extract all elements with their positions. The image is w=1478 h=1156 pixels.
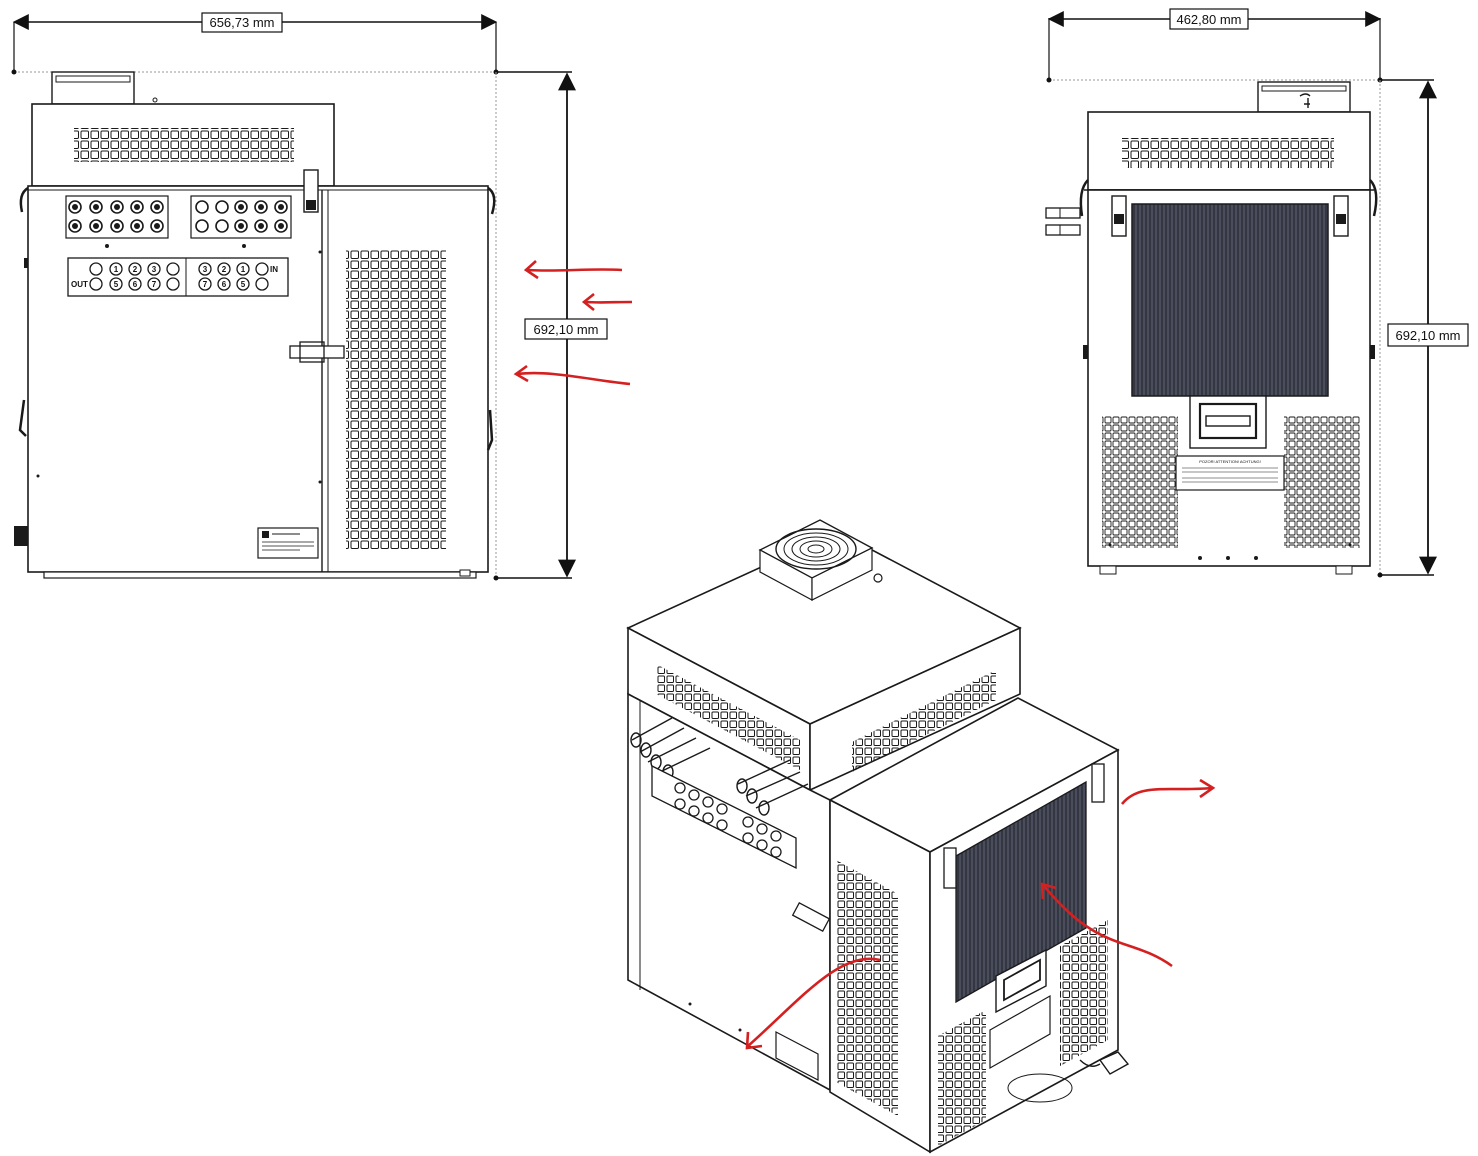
door-latch bbox=[289, 345, 345, 359]
top-fan bbox=[51, 71, 135, 105]
front-upper-vents bbox=[1122, 138, 1334, 168]
side-vents bbox=[346, 250, 446, 550]
isometric-view bbox=[626, 519, 1216, 1154]
front-height-label: 692,10 mm bbox=[1395, 328, 1460, 343]
front-height-dimension: 692,10 mm bbox=[1377, 79, 1469, 578]
port-num-r1: 1 bbox=[241, 265, 246, 274]
port-num-5: 5 bbox=[114, 280, 119, 289]
port-num-r2: 2 bbox=[222, 265, 227, 274]
iso-airflow-out bbox=[1120, 786, 1213, 805]
condenser bbox=[1131, 203, 1329, 397]
iso-front-left-vents bbox=[938, 1010, 986, 1146]
front-top-fan bbox=[1257, 81, 1351, 113]
side-width-dimension: 656,73 mm bbox=[11, 12, 499, 75]
port-num-1: 1 bbox=[114, 265, 119, 274]
left-connector-block bbox=[65, 195, 169, 239]
side-height-label: 692,10 mm bbox=[533, 322, 598, 337]
iso-upper-right-vents bbox=[852, 670, 996, 772]
iso-front-right-vents bbox=[1060, 920, 1108, 1066]
right-connector-block bbox=[190, 195, 292, 239]
port-num-r5: 5 bbox=[241, 280, 246, 289]
port-label-panel bbox=[67, 257, 289, 297]
port-num-r6: 6 bbox=[222, 280, 227, 289]
front-width-dimension: 462,80 mm bbox=[1046, 8, 1383, 83]
front-view: 462,80 mm 692,10 mm bbox=[1045, 8, 1469, 578]
iso-airflow-side bbox=[747, 957, 881, 1047]
port-num-r3: 3 bbox=[203, 265, 208, 274]
out-label: OUT bbox=[71, 280, 88, 289]
iso-port-panel bbox=[651, 764, 797, 870]
side-view: 656,73 mm 692,10 mm bbox=[11, 12, 633, 581]
iso-power-plug bbox=[1098, 1051, 1130, 1075]
front-lower-right-vents bbox=[1284, 416, 1360, 548]
front-lower-left-vents bbox=[1102, 416, 1178, 548]
side-height-dimension: 692,10 mm bbox=[493, 71, 608, 581]
power-connector bbox=[14, 526, 28, 546]
airflow-arrow-3 bbox=[517, 371, 631, 386]
port-num-3: 3 bbox=[152, 265, 157, 274]
iso-condenser bbox=[955, 780, 1087, 1004]
airflow-arrow-1 bbox=[527, 268, 623, 272]
iso-upper-left-vents bbox=[656, 664, 800, 770]
port-num-6: 6 bbox=[133, 280, 138, 289]
port-num-7: 7 bbox=[152, 280, 157, 289]
port-num-r7: 7 bbox=[203, 280, 208, 289]
warning-label-text: POZOR! ATTENTION! ACHTUNG! bbox=[1199, 459, 1260, 464]
port-num-2: 2 bbox=[133, 265, 138, 274]
front-width-label: 462,80 mm bbox=[1176, 12, 1241, 27]
iso-side-vents bbox=[836, 860, 898, 1116]
in-label: IN bbox=[270, 265, 278, 274]
upper-vents bbox=[74, 128, 294, 162]
iso-airflow-in bbox=[1042, 885, 1173, 968]
side-width-label: 656,73 mm bbox=[209, 15, 274, 30]
warning-label bbox=[1175, 455, 1285, 491]
